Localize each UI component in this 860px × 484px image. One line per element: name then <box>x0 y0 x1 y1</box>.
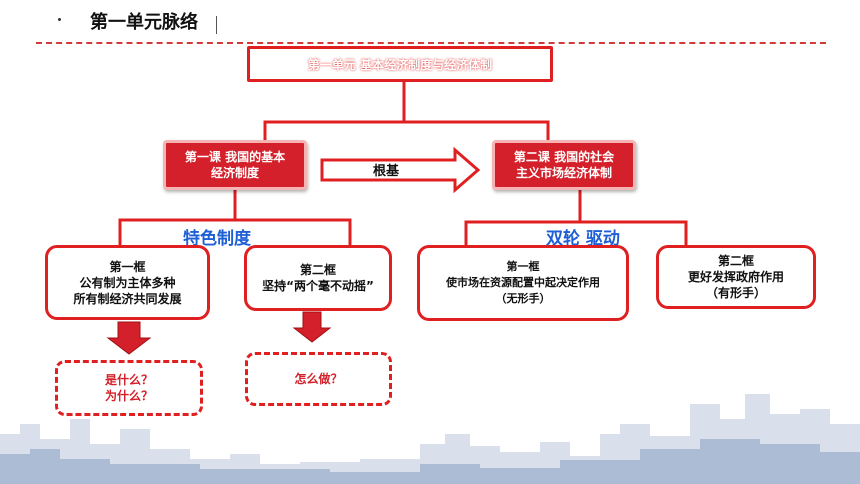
unit-title-text: 第一单元 基本经济制度与经济体制 <box>307 57 493 72</box>
frame3-box: 第一框 使市场在资源配置中起决定作用 （无形手） <box>417 245 629 321</box>
lesson1-box: 第一课 我国的基本 经济制度 <box>163 140 307 190</box>
lesson2-line2: 主义市场经济体制 <box>515 166 612 180</box>
lesson2-box: 第二课 我国的社会 主义市场经济体制 <box>492 140 636 190</box>
arrow-label: 根基 <box>372 164 399 179</box>
frame4-box: 第二框 更好发挥政府作用 （有形手） <box>656 245 816 309</box>
frame4-line3: （有形手） <box>705 286 766 300</box>
frame1-line2: 公有制为主体多种 <box>79 275 176 290</box>
frame1-line1: 第一框 <box>109 259 146 274</box>
page-title: 第一单元脉络 <box>90 12 198 33</box>
down-arrow-1 <box>106 321 152 355</box>
frame2-line2: 坚持“两个毫不动摇” <box>262 279 374 293</box>
frame1-line3: 所有制经济共同发展 <box>73 291 182 306</box>
city-background <box>0 394 860 484</box>
frame4-line2: 更好发挥政府作用 <box>687 270 784 284</box>
question1-box: 是什么？ 为什么？ <box>55 360 203 416</box>
title-dot <box>58 18 61 21</box>
lesson1-line2: 经济制度 <box>210 166 259 180</box>
frame2-box: 第二框 坚持“两个毫不动摇” <box>244 245 392 311</box>
question1-line1: 是什么？ <box>104 373 153 387</box>
root-arrow <box>320 146 481 194</box>
frame2-line1: 第二框 <box>299 263 336 277</box>
frame3-line1: 第一框 <box>506 260 540 273</box>
left-heading: 特色制度 <box>183 229 251 249</box>
frame3-line3: （无形手） <box>495 292 551 305</box>
frame3-line2: 使市场在资源配置中起决定作用 <box>446 276 600 289</box>
unit-title-box: 第一单元 基本经济制度与经济体制 <box>247 46 553 82</box>
down-arrow-2 <box>292 311 332 343</box>
right-heading: 双轮 驱动 <box>546 229 620 249</box>
header-divider <box>36 42 826 44</box>
lesson2-line1: 第二课 我国的社会 <box>513 150 615 164</box>
lesson1-line1: 第一课 我国的基本 <box>184 150 286 164</box>
frame1-box: 第一框 公有制为主体多种 所有制经济共同发展 <box>45 245 210 320</box>
title-cursor-bar <box>216 16 217 34</box>
frame4-line1: 第二框 <box>717 254 754 268</box>
question2-text: 怎么做？ <box>294 372 343 386</box>
question1-line2: 为什么？ <box>104 389 153 403</box>
question2-box: 怎么做？ <box>245 352 392 406</box>
